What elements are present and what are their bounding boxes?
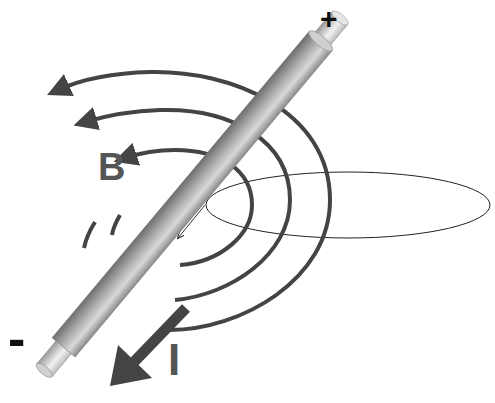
- negative-terminal: -: [8, 312, 25, 364]
- current-label: I: [168, 338, 180, 382]
- positive-terminal: +: [320, 4, 338, 34]
- conductor-rod: [30, 5, 354, 383]
- field-label: B: [98, 148, 125, 186]
- current-arrow: [110, 308, 186, 386]
